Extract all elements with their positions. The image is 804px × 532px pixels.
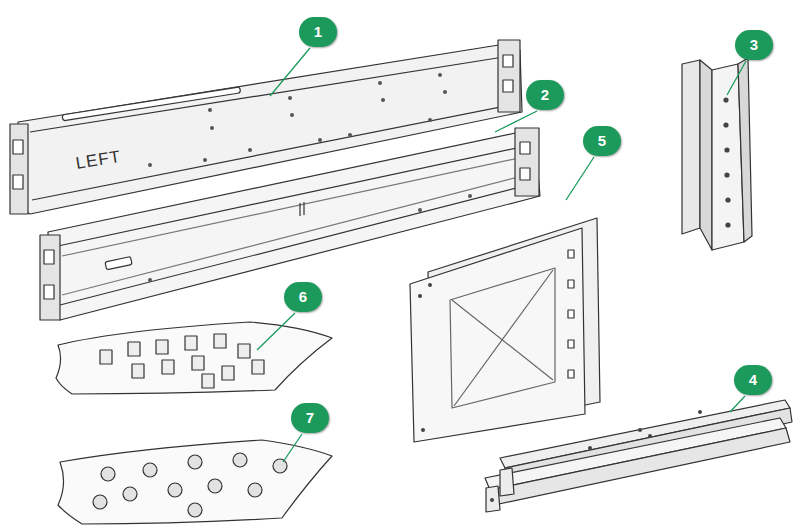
callout-number: 3 [735, 30, 773, 60]
callout-number: 7 [291, 403, 329, 433]
callout-number: 1 [299, 17, 337, 47]
callout-number: 2 [526, 80, 564, 110]
callout-number: 5 [583, 126, 621, 156]
callout-number: 6 [284, 282, 322, 312]
callout-number: 4 [734, 365, 772, 395]
